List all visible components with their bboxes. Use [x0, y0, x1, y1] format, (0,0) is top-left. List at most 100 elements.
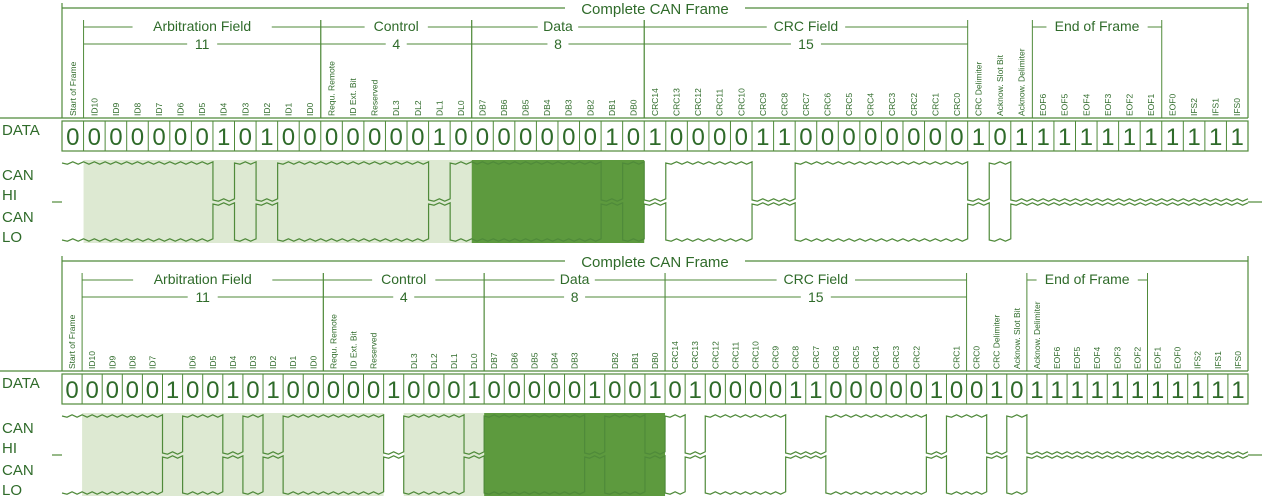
field-name: DB6 [509, 352, 519, 369]
bit-value: 0 [548, 377, 561, 404]
field-name: CRC6 [823, 93, 833, 116]
section-label: CRC Field [784, 271, 849, 287]
field-name: DB2 [610, 352, 620, 369]
bit-value: 0 [327, 377, 340, 404]
field-name: CRC3 [891, 346, 901, 369]
bit-value: 0 [109, 124, 122, 151]
field-name: DB0 [650, 352, 660, 369]
section-count: 15 [808, 289, 824, 305]
can-hi-label-line1: CAN [2, 420, 34, 437]
bit-value: 1 [217, 124, 230, 151]
signal-shade-dark [484, 413, 666, 496]
section-label-gap [1046, 19, 1148, 35]
signal-shading [83, 160, 645, 243]
field-name: CRC1 [952, 346, 962, 369]
field-name: EOF6 [1038, 94, 1048, 116]
section-label-gap [766, 19, 846, 35]
bit-value: 0 [799, 124, 812, 151]
section-count: 4 [400, 289, 408, 305]
field-name: IFS0 [1233, 351, 1243, 369]
field-name: CRC3 [887, 93, 897, 116]
field-name: ID2 [262, 103, 272, 117]
field-name: Reserved [370, 79, 380, 116]
section-count-gap [564, 289, 586, 305]
bit-value: 0 [246, 377, 259, 404]
field-name: DL1 [434, 100, 444, 116]
bit-value: 0 [993, 124, 1006, 151]
field-name: ID5 [208, 356, 218, 370]
bit-value: 0 [1010, 377, 1023, 404]
can-waveforms [52, 413, 1262, 495]
bit-value: 0 [307, 377, 320, 404]
bit-value: 0 [195, 124, 208, 151]
field-name: DL1 [449, 353, 459, 369]
field-name: Requ. Remote [327, 61, 337, 116]
field-name: ID8 [127, 356, 137, 370]
bit-value: 0 [174, 124, 187, 151]
bit-value: 0 [608, 377, 621, 404]
field-name: IFS0 [1232, 98, 1242, 116]
field-name: CRC13 [690, 341, 700, 369]
field-name: ID3 [248, 356, 258, 370]
bit-value: 0 [206, 377, 219, 404]
bit-value: 0 [528, 377, 541, 404]
bit-value: 0 [282, 124, 295, 151]
bit-value: 1 [1191, 377, 1204, 404]
field-name: Start of Frame [67, 314, 77, 369]
bit-value: 0 [186, 377, 199, 404]
bit-value: 1 [588, 377, 601, 404]
field-name: EOF0 [1173, 347, 1183, 369]
can-lo-label-line1: CAN [2, 462, 34, 479]
bit-value: 1 [809, 377, 822, 404]
bit-value: 1 [166, 377, 179, 404]
bit-value: 0 [929, 124, 942, 151]
field-name: ID7 [154, 103, 164, 117]
section-count-gap [385, 36, 407, 52]
bit-value: 0 [842, 124, 855, 151]
bit-value: 0 [890, 377, 903, 404]
signal-shade-dark [471, 160, 645, 243]
field-name: Acknow. Delimiter [1017, 48, 1027, 116]
can-hi-waveform [61, 160, 1249, 202]
bit-value: 0 [713, 124, 726, 151]
bit-value: 0 [628, 377, 641, 404]
bit-value: 1 [1111, 377, 1124, 404]
section-label: End of Frame [1045, 271, 1130, 287]
signal-shade-light [407, 160, 472, 243]
bit-value: 0 [562, 124, 575, 151]
bit-value: 0 [411, 124, 424, 151]
field-name: DL2 [429, 353, 439, 369]
field-name: IFS2 [1189, 98, 1199, 116]
section-count: 8 [554, 36, 562, 52]
bit-value: 1 [756, 124, 769, 151]
section-count-gap [800, 289, 831, 305]
bit-value: 1 [789, 377, 802, 404]
bit-value: 0 [910, 377, 923, 404]
field-name: CRC6 [831, 346, 841, 369]
field-name: CRC9 [758, 93, 768, 116]
bit-value: 0 [85, 377, 98, 404]
bit-value: 1 [226, 377, 239, 404]
can-hi-label-line2: HI [2, 187, 17, 204]
field-name: Acknow. Slot Bit [995, 54, 1005, 116]
bit-value: 0 [729, 377, 742, 404]
field-name: CRC13 [672, 88, 682, 116]
section-label: Data [543, 18, 573, 34]
section-count-gap [790, 36, 821, 52]
section-count-gap [393, 289, 415, 305]
bit-value: 0 [584, 124, 597, 151]
field-name: CRC11 [730, 341, 740, 369]
section-label-gap [364, 19, 428, 35]
field-name: CRC5 [851, 346, 861, 369]
can-lo-label-line2: LO [2, 229, 22, 246]
field-name: ID2 [268, 356, 278, 370]
section-count: 15 [798, 36, 814, 52]
bit-value: 0 [239, 124, 252, 151]
field-name: ID0 [308, 356, 318, 370]
field-name: EOF5 [1072, 347, 1082, 369]
field-name: CRC Delimiter [992, 315, 1002, 369]
bit-value: 0 [821, 124, 834, 151]
bit-value: 0 [65, 377, 78, 404]
